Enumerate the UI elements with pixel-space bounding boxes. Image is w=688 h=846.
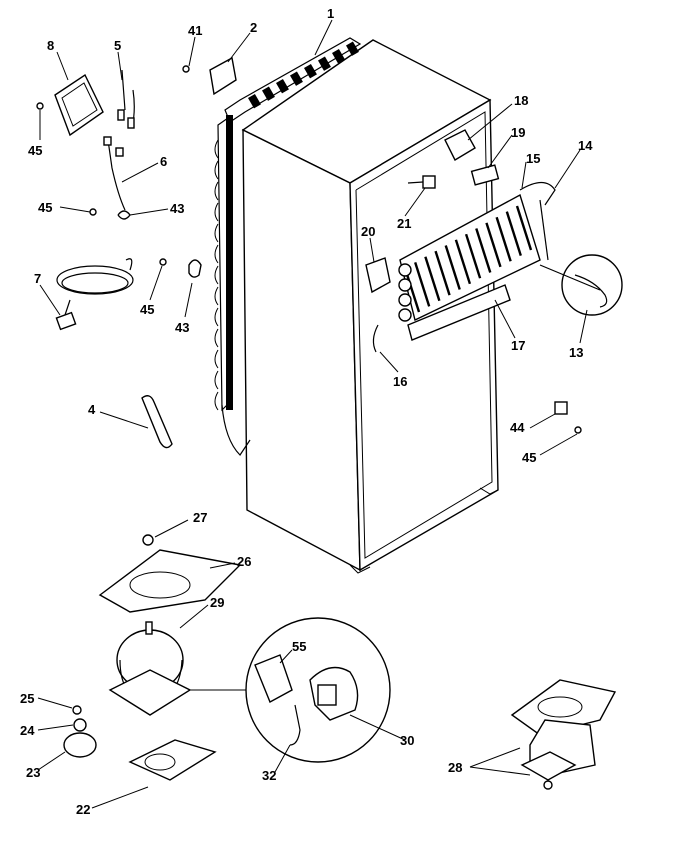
callout-26: 26 xyxy=(237,554,251,569)
callout-41: 41 xyxy=(188,23,202,38)
coil-bend xyxy=(214,244,219,264)
coil-rung xyxy=(262,86,275,101)
callout-19: 19 xyxy=(511,125,525,140)
callout-labels: 1 2 41 5 8 45 6 45 43 7 45 43 4 18 19 15… xyxy=(20,6,593,817)
callout-45: 45 xyxy=(38,200,52,215)
coil-bend xyxy=(214,181,219,201)
callout-20: 20 xyxy=(361,224,375,239)
coil-bend xyxy=(214,202,219,222)
callout-27: 27 xyxy=(193,510,207,525)
callout-43: 43 xyxy=(170,201,184,216)
coil-bend xyxy=(214,160,219,180)
callout-15: 15 xyxy=(526,151,540,166)
callout-6: 6 xyxy=(160,154,167,169)
compressor-assembly xyxy=(63,534,391,781)
callout-1: 1 xyxy=(327,6,334,21)
callout-4: 4 xyxy=(88,402,96,417)
coil-bend xyxy=(214,391,219,411)
coil-bend xyxy=(214,286,219,306)
coil-rung xyxy=(332,49,345,64)
coil-bend xyxy=(214,265,219,285)
callout-45: 45 xyxy=(140,302,154,317)
parts-upper-left xyxy=(36,56,237,449)
evaporator-fin xyxy=(454,239,472,285)
evaporator-fin xyxy=(414,261,431,307)
leader-lines xyxy=(37,19,588,809)
evaporator-fin xyxy=(505,211,522,257)
coil-rung xyxy=(346,41,359,56)
coil-bend xyxy=(214,349,219,369)
coil-rung xyxy=(276,79,289,94)
callout-14: 14 xyxy=(578,138,593,153)
callout-45: 45 xyxy=(522,450,536,465)
callout-30: 30 xyxy=(400,733,414,748)
coil-bend xyxy=(214,307,219,327)
callout-16: 16 xyxy=(393,374,407,389)
evaporator-tube-end xyxy=(398,293,412,307)
callout-21: 21 xyxy=(397,216,411,231)
coil-rung xyxy=(304,64,317,79)
callout-25: 25 xyxy=(20,691,34,706)
evaporator-fin xyxy=(495,216,512,262)
callout-43: 43 xyxy=(175,320,189,335)
callout-28: 28 xyxy=(448,760,462,775)
evaporator-fin xyxy=(464,233,482,279)
callout-13: 13 xyxy=(569,345,583,360)
evaporator-fin xyxy=(485,222,502,268)
coil-bend xyxy=(214,223,219,243)
callout-55: 55 xyxy=(292,639,306,654)
parts-right xyxy=(365,129,623,434)
evaporator-fin xyxy=(475,228,492,273)
callout-7: 7 xyxy=(34,271,41,286)
callout-29: 29 xyxy=(210,595,224,610)
coil-rung xyxy=(247,94,261,109)
evaporator-tube-end xyxy=(398,278,412,292)
callout-32: 32 xyxy=(262,768,276,783)
callout-5: 5 xyxy=(114,38,121,53)
condenser-coil xyxy=(214,37,362,456)
evaporator-coil xyxy=(398,181,556,341)
coil-bend xyxy=(214,370,219,390)
callout-2: 2 xyxy=(250,20,257,35)
callout-23: 23 xyxy=(26,765,40,780)
callout-44: 44 xyxy=(510,420,525,435)
evaporator-tube-end xyxy=(398,263,412,277)
coil-rung xyxy=(318,56,331,71)
callout-17: 17 xyxy=(511,338,525,353)
compressor-28 xyxy=(510,679,617,790)
evaporator-tube-end xyxy=(398,308,412,322)
callout-24: 24 xyxy=(20,723,35,738)
evaporator-fin xyxy=(444,245,461,290)
coil-bend xyxy=(214,328,219,348)
callout-18: 18 xyxy=(514,93,528,108)
callout-22: 22 xyxy=(76,802,90,817)
evaporator-fin xyxy=(424,256,441,302)
coil-rung xyxy=(290,71,303,86)
coil-bend xyxy=(214,139,219,159)
callout-45: 45 xyxy=(28,143,42,158)
evaporator-fin xyxy=(515,205,533,251)
callout-8: 8 xyxy=(47,38,54,53)
evaporator-fin xyxy=(434,250,451,296)
